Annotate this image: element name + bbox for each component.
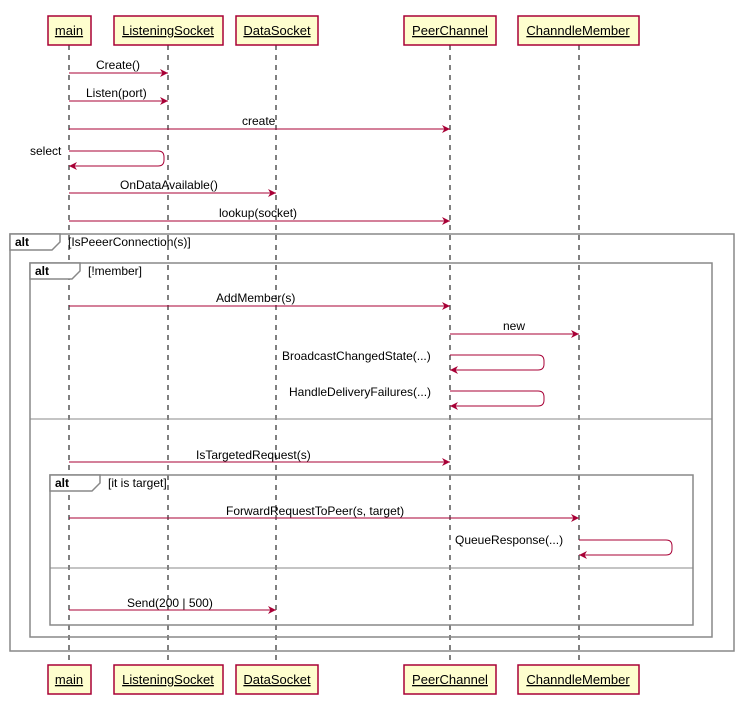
message-label: AddMember(s) [216,291,295,305]
participant-listening-socket: ListeningSocket [113,664,224,695]
participant-data-socket: DataSocket [235,664,319,695]
participants-top: main ListeningSocket DataSocket PeerChan… [47,15,640,46]
participant-main: main [47,664,92,695]
message-label: QueueResponse(...) [455,533,563,547]
participant-label: DataSocket [243,672,311,687]
message-arrow [450,354,545,374]
fragment-middle: alt [!member] [29,262,713,638]
participant-peer-channel: PeerChannel [403,664,497,695]
fragment-inner-keyword: alt [55,476,69,490]
message-label: BroadcastChangedState(...) [282,349,431,363]
message-label: Send(200 | 500) [127,596,213,610]
participant-label: main [55,23,83,38]
message-label: Create() [96,58,140,72]
participant-label: DataSocket [243,23,311,38]
fragment-inner: alt [it is target] [49,474,694,626]
participant-label: ChanndleMember [526,672,630,687]
message-arrow [69,150,165,170]
participant-listening-socket: ListeningSocket [113,15,224,46]
participant-label: PeerChannel [412,672,488,687]
fragment-outer-guard: [IsPeeerConnection(s)] [68,235,191,249]
message-label: OnDataAvailable() [120,178,218,192]
participant-label: main [55,672,83,687]
message-label: new [503,319,525,333]
fragment-inner-guard: [it is target] [108,476,167,490]
participants-bottom: main ListeningSocket DataSocket PeerChan… [47,664,640,695]
messages: Create() Listen(port) create select OnDa… [30,58,673,614]
message-label: IsTargetedRequest(s) [196,448,311,462]
message-label: ForwardRequestToPeer(s, target) [226,504,404,518]
message-label: HandleDeliveryFailures(...) [289,385,431,399]
participant-chanddle-member: ChanndleMember [517,664,640,695]
participant-label: PeerChannel [412,23,488,38]
participant-label: ChanndleMember [526,23,630,38]
message-label: Listen(port) [86,86,147,100]
fragment-middle-guard: [!member] [88,264,142,278]
participant-label: ListeningSocket [122,23,214,38]
participant-label: ListeningSocket [122,672,214,687]
message-label: select [30,144,62,158]
participant-chanddle-member: ChanndleMember [517,15,640,46]
message-label: create [242,114,276,128]
participant-main: main [47,15,92,46]
message-arrow [579,539,673,559]
message-arrow [450,390,545,410]
fragment-middle-keyword: alt [35,264,49,278]
fragment-outer-keyword: alt [15,235,29,249]
fragment-outer: alt [IsPeeerConnection(s)] [9,233,735,652]
message-label: lookup(socket) [219,206,297,220]
participant-data-socket: DataSocket [235,15,319,46]
participant-peer-channel: PeerChannel [403,15,497,46]
